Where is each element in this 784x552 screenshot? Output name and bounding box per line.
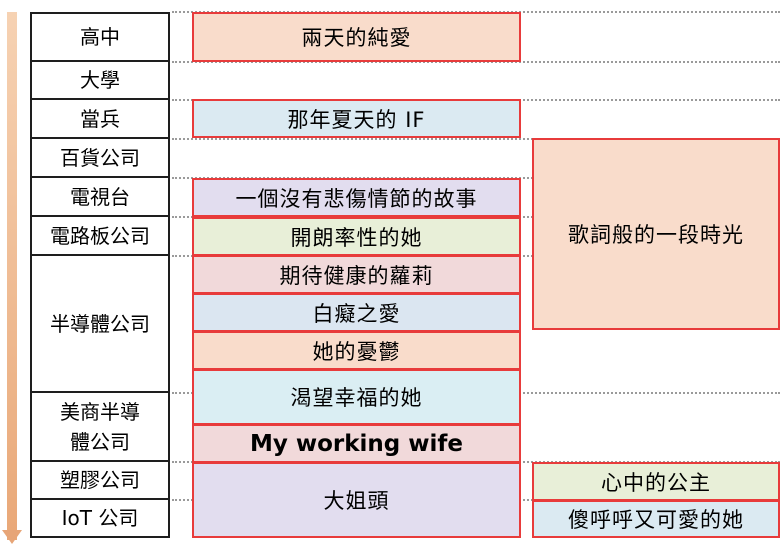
work-title: 渴望幸福的她: [290, 386, 423, 410]
work-box: 兩天的純愛: [192, 12, 521, 62]
side-work-box: 心中的公主: [532, 462, 780, 501]
work-title: 那年夏天的 IF: [287, 107, 426, 132]
work-title: My working wife: [249, 430, 464, 457]
side-work-box: 歌詞般的一段時光: [532, 138, 780, 330]
era-university: 大學: [30, 60, 170, 100]
work-title: 她的憂鬱: [312, 339, 401, 364]
work-box: My working wife: [192, 424, 521, 463]
era-label: 塑膠公司: [60, 468, 140, 492]
work-title: 心中的公主: [601, 470, 711, 495]
work-title: 一個沒有悲傷情節的故事: [235, 186, 478, 211]
work-box: 她的憂鬱: [192, 331, 521, 370]
work-title: 兩天的純愛: [301, 26, 412, 50]
work-box: 那年夏天的 IF: [192, 99, 521, 138]
work-title: 歌詞般的一段時光: [568, 223, 744, 247]
guide-line: [172, 138, 780, 140]
era-military: 當兵: [30, 98, 170, 139]
work-box: 開朗率性的她: [192, 217, 521, 256]
era-department-store: 百貨公司: [30, 137, 170, 178]
guide-line: [172, 61, 780, 63]
work-title: 期待健康的蘿莉: [279, 263, 434, 288]
era-semiconductor: 半導體公司: [30, 254, 170, 393]
era-high-school: 高中: [30, 12, 170, 62]
era-label: 當兵: [80, 106, 120, 131]
side-work-box: 傻呼呼又可愛的她: [532, 500, 780, 538]
work-box: 期待健康的蘿莉: [192, 255, 521, 294]
era-plastics: 塑膠公司: [30, 460, 170, 500]
timeline-arrow-icon: [2, 530, 22, 544]
work-box: 渴望幸福的她: [192, 369, 521, 425]
work-title: 白癡之愛: [312, 301, 401, 326]
era-label: IoT 公司: [61, 506, 139, 530]
era-label: 大學: [80, 68, 120, 92]
era-label: 百貨公司: [60, 145, 140, 170]
work-box: 大姐頭: [192, 462, 521, 538]
era-pcb-company: 電路板公司: [30, 215, 170, 256]
era-label: 高中: [80, 25, 120, 49]
work-box: 白癡之愛: [192, 293, 521, 332]
work-title: 開朗率性的她: [290, 225, 423, 250]
era-label: 美商半導體公司: [60, 399, 140, 454]
era-label: 半導體公司: [50, 311, 150, 336]
era-tv-station: 電視台: [30, 176, 170, 217]
work-title: 大姐頭: [323, 489, 390, 513]
era-us-semiconductor: 美商半導體公司: [30, 391, 170, 462]
era-label: 電視台: [70, 184, 130, 209]
work-box: 一個沒有悲傷情節的故事: [192, 178, 521, 217]
work-title: 傻呼呼又可愛的她: [568, 508, 744, 532]
timeline-bar: [7, 12, 17, 540]
era-iot: IoT 公司: [30, 498, 170, 538]
era-label: 電路板公司: [50, 223, 150, 248]
